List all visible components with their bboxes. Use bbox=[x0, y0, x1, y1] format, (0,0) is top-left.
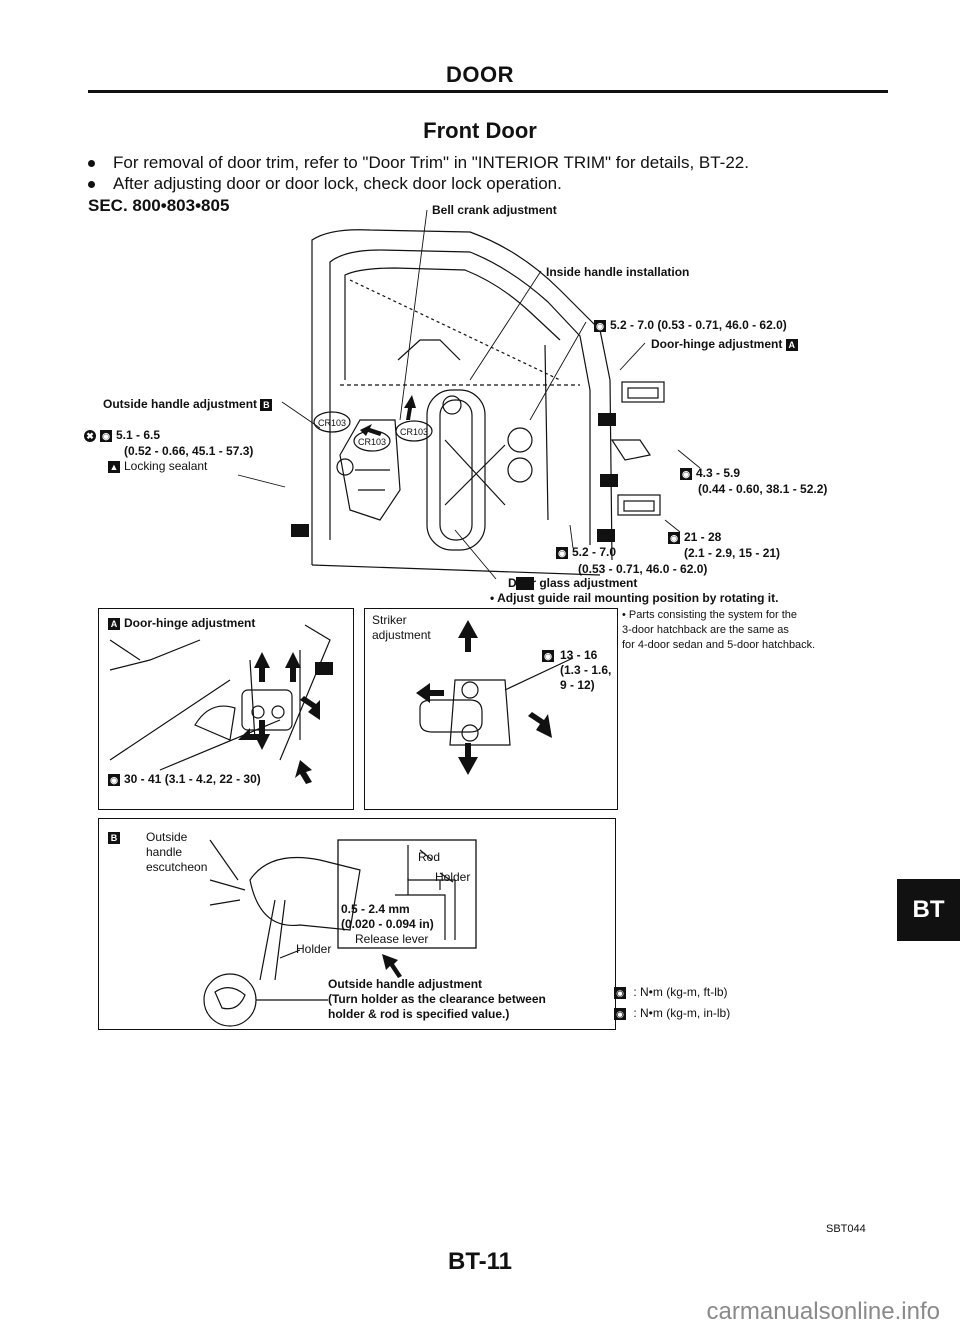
outside-handle-box bbox=[98, 818, 616, 1030]
release-lever-label: Release lever bbox=[355, 932, 429, 946]
intro-text-2: After adjusting door or door lock, check… bbox=[113, 174, 562, 193]
bell-crank-label: Bell crank adjustment bbox=[432, 203, 557, 217]
door-hinge-box-torque: ◉30 - 41 (3.1 - 4.2, 22 - 30) bbox=[108, 772, 261, 787]
marker-b-icon: B bbox=[260, 398, 273, 411]
torque-52-label: ◉5.2 - 7.0 bbox=[556, 545, 616, 560]
page-title: Front Door bbox=[423, 118, 537, 143]
holder-top-label: Holder bbox=[435, 870, 471, 884]
glass-adj-label: Door glass adjustment bbox=[508, 576, 638, 590]
escutcheon-label: Outside handle escutcheon bbox=[146, 830, 208, 874]
cr103-label-1: CR103 bbox=[318, 418, 347, 428]
door-hinge-box bbox=[98, 608, 354, 810]
direction-arrows bbox=[238, 395, 552, 978]
striker-title: Striker adjustment bbox=[372, 613, 431, 642]
sealant-icon: ✖ bbox=[84, 429, 96, 442]
torque-wrench-icon: ◉ bbox=[614, 986, 626, 999]
parts-note: • Parts consisting the system for the 3-… bbox=[622, 609, 816, 651]
section-code: SEC. 800•803•805 bbox=[88, 196, 230, 215]
cr103-label-2: CR103 bbox=[358, 437, 387, 447]
torque-51-label: ✖◉5.1 - 6.5 bbox=[84, 428, 160, 443]
intro-bullet-2: After adjusting door or door lock, check… bbox=[88, 174, 562, 194]
leader-lines bbox=[237, 209, 701, 580]
door-hinge-detail-art bbox=[109, 624, 331, 771]
torque-43-label: ◉4.3 - 5.9 bbox=[680, 466, 740, 481]
legend-row-ftlb: ◉ : N•m (kg-m, ft-lb) bbox=[614, 985, 728, 1000]
torque-21-sub-label: (2.1 - 2.9, 15 - 21) bbox=[684, 546, 781, 560]
torque-wrench-small-icon: ◉ bbox=[594, 319, 606, 332]
striker-box bbox=[364, 608, 618, 810]
striker-detail-art bbox=[419, 657, 574, 746]
inside-handle-label: Inside handle installation bbox=[546, 265, 690, 279]
torque-52-sub-label: (0.53 - 0.71, 46.0 - 62.0) bbox=[578, 562, 708, 576]
section-tab-label: BT bbox=[912, 896, 945, 923]
outside-handle-caption: Outside handle adjustment (Turn holder a… bbox=[328, 977, 546, 1021]
window-regulator bbox=[397, 339, 533, 551]
page-number: BT-11 bbox=[447, 1248, 513, 1275]
torque-wrench-small-icon: ◉ bbox=[100, 429, 112, 442]
door-lock-assembly bbox=[336, 419, 401, 521]
marker-b-icon: B bbox=[108, 831, 120, 844]
door-hinges bbox=[610, 381, 665, 516]
cr103-bubbles bbox=[313, 411, 433, 452]
door-hinge-adj-label: Door-hinge adjustment A bbox=[651, 337, 802, 352]
torque-top-label: ◉5.2 - 7.0 (0.53 - 0.71, 46.0 - 62.0) bbox=[594, 318, 787, 333]
torque-wrench-icon: ◉ bbox=[542, 649, 554, 662]
clearance-label: 0.5 - 2.4 mm (0.020 - 0.094 in) bbox=[341, 902, 434, 931]
grease-symbols bbox=[291, 413, 618, 675]
rod-label: Rod bbox=[418, 850, 441, 864]
torque-21-label: ◉21 - 28 bbox=[668, 530, 721, 545]
figure-code: SBT044 bbox=[826, 1223, 866, 1235]
locking-sealant-icon: ▲ bbox=[108, 460, 120, 473]
striker-torque-icon-wrap: ◉ bbox=[542, 648, 558, 663]
door-frame-outline bbox=[311, 229, 613, 576]
legend-row-inlb: ◉ : N•m (kg-m, in-lb) bbox=[614, 1006, 730, 1021]
torque-wrench-small-icon: ◉ bbox=[680, 467, 692, 480]
section-heading: DOOR bbox=[446, 62, 514, 87]
torque-43-sub-label: (0.44 - 0.60, 38.1 - 52.2) bbox=[698, 482, 828, 496]
header-rule bbox=[88, 90, 888, 93]
torque-wrench-icon: ◉ bbox=[668, 531, 680, 544]
torque-wrench-small-icon: ◉ bbox=[614, 1007, 626, 1020]
striker-torque: 13 - 16 (1.3 - 1.6, 9 - 12) bbox=[560, 648, 612, 692]
glass-adj-note: • Adjust guide rail mounting position by… bbox=[490, 591, 779, 605]
holder-label: Holder bbox=[296, 942, 332, 956]
intro-text-1: For removal of door trim, refer to "Door… bbox=[113, 153, 749, 172]
locking-sealant-label: ▲Locking sealant bbox=[108, 459, 208, 473]
rod-holder-detail bbox=[337, 839, 477, 949]
bullet-dot-icon bbox=[88, 181, 95, 189]
outside-handle-box-marker: B bbox=[108, 830, 124, 845]
intro-bullet-1: For removal of door trim, refer to "Door… bbox=[88, 153, 749, 173]
section-tab[interactable]: BT bbox=[897, 879, 960, 941]
torque-51-sub-label: (0.52 - 0.66, 45.1 - 57.3) bbox=[124, 444, 254, 458]
cr103-label-3: CR103 bbox=[400, 427, 429, 437]
torque-wrench-small-icon: ◉ bbox=[556, 546, 568, 559]
marker-a-icon: A bbox=[108, 617, 120, 630]
torque-wrench-icon: ◉ bbox=[108, 773, 120, 786]
watermark: carmanualsonline.info bbox=[706, 1298, 940, 1325]
marker-a-icon: A bbox=[785, 338, 798, 351]
outside-handle-art bbox=[203, 839, 361, 1027]
outside-handle-adj-label: Outside handle adjustment B bbox=[103, 397, 276, 412]
bullet-dot-icon bbox=[88, 160, 95, 168]
